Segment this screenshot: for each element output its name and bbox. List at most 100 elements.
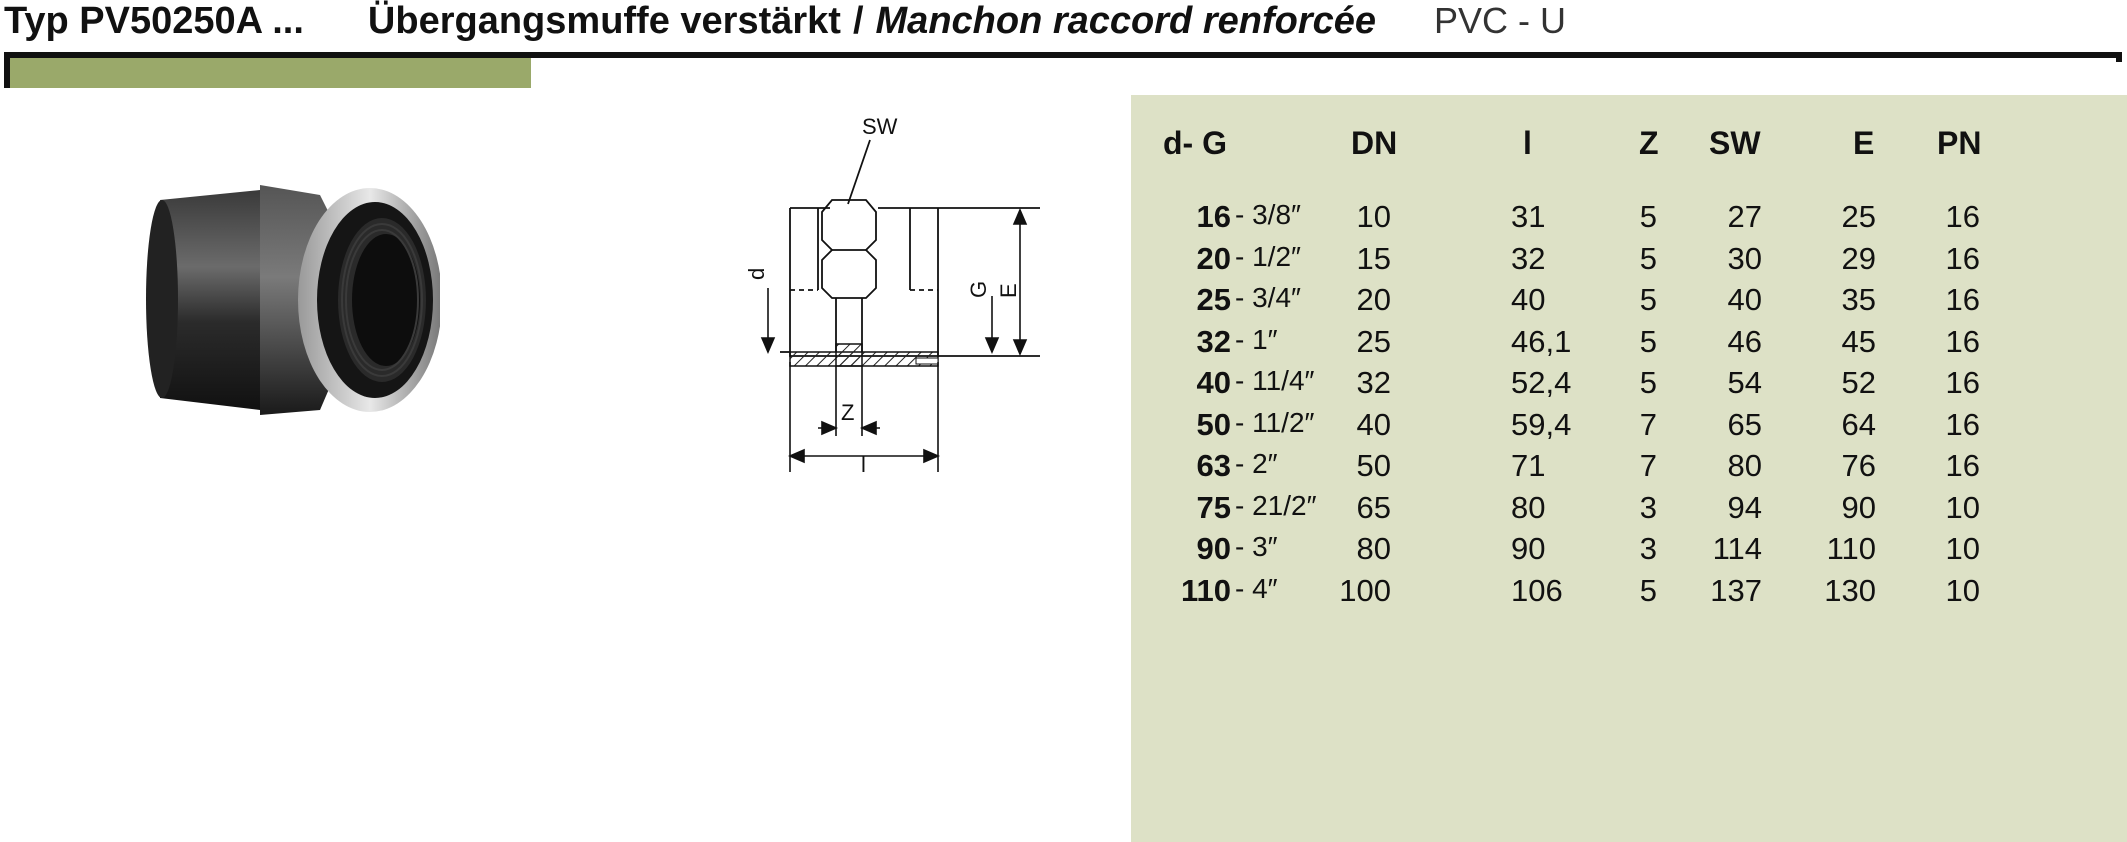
table-cell-dg: 20 bbox=[1131, 241, 1231, 277]
table-cell-e: 45 bbox=[1841, 323, 1876, 359]
header-rule-right-tick bbox=[2116, 52, 2122, 62]
col-header-dn: DN bbox=[1351, 125, 1398, 161]
table-cell-e: 64 bbox=[1841, 406, 1876, 442]
table-cell-d: 32 bbox=[1196, 323, 1231, 359]
table-cell-e: 35 bbox=[1841, 282, 1876, 317]
table-cell-e: 52 bbox=[1841, 365, 1876, 400]
title-row: Typ PV50250A ... Übergangsmuffe verstärk… bbox=[4, 0, 1566, 52]
table-cell-d: 90 bbox=[1196, 531, 1231, 566]
table-cell-d: 63 bbox=[1196, 448, 1231, 483]
table-cell-d: 25 bbox=[1196, 282, 1231, 317]
label-e: E bbox=[996, 283, 1021, 298]
table-cell-z: 7 bbox=[1639, 406, 1657, 442]
table-cell-z: 5 bbox=[1639, 282, 1657, 317]
title-french: Manchon raccord renforcée bbox=[875, 0, 1377, 42]
table-cell-g: - 3″ bbox=[1235, 531, 1278, 562]
table-cell-l: 40 bbox=[1511, 282, 1546, 317]
table-cell-sw: 27 bbox=[1727, 199, 1762, 234]
table-cell-dg: 25 bbox=[1131, 282, 1231, 318]
accent-bar bbox=[10, 58, 531, 88]
table-cell-z: 5 bbox=[1639, 323, 1657, 359]
table-cell-pn: 10 bbox=[1945, 531, 1980, 566]
col-header-dg: d- G bbox=[1163, 125, 1227, 161]
table-cell-g: - 1″ bbox=[1235, 323, 1278, 355]
table-cell-l: 46,1 bbox=[1511, 323, 1572, 359]
table-cell-z: 5 bbox=[1639, 240, 1657, 276]
table-cell-l: 32 bbox=[1511, 240, 1546, 276]
table-cell-sw: 80 bbox=[1727, 448, 1762, 483]
table-cell-pn: 16 bbox=[1945, 406, 1980, 442]
table-cell-e: 29 bbox=[1841, 240, 1876, 276]
header-rule bbox=[4, 52, 2122, 58]
table-cell-pn: 16 bbox=[1945, 448, 1980, 483]
table-cell-d: 20 bbox=[1196, 240, 1231, 276]
table-cell-g: - 2″ bbox=[1235, 448, 1278, 479]
label-d: d bbox=[744, 268, 769, 280]
table-cell-g: - 4″ bbox=[1235, 572, 1278, 604]
table-cell-d: 110 bbox=[1180, 572, 1231, 608]
col-header-l: l bbox=[1523, 125, 1532, 161]
table-cell-g: - 21/2″ bbox=[1235, 489, 1317, 521]
table-cell-g: - 1/2″ bbox=[1235, 240, 1301, 272]
col-header-z: Z bbox=[1639, 125, 1659, 161]
material-label: PVC - U bbox=[1434, 0, 1567, 41]
col-header-sw: SW bbox=[1709, 125, 1761, 161]
technical-drawing: SW d G E Z l bbox=[720, 100, 1060, 500]
table-cell-dn: 15 bbox=[1356, 240, 1391, 276]
table-cell-dg: 50 bbox=[1131, 407, 1231, 443]
table-cell-z: 5 bbox=[1639, 365, 1657, 400]
table-cell-pn: 16 bbox=[1945, 282, 1980, 317]
product-photo bbox=[120, 170, 442, 430]
table-cell-d: 40 bbox=[1196, 365, 1231, 400]
page-header: Typ PV50250A ... Übergangsmuffe verstärk… bbox=[0, 0, 2127, 95]
table-cell-z: 7 bbox=[1639, 448, 1657, 483]
table-cell-e: 25 bbox=[1841, 199, 1876, 234]
table-cell-e: 90 bbox=[1841, 489, 1876, 525]
table-cell-d: 16 bbox=[1196, 199, 1231, 234]
table-cell-e: 110 bbox=[1826, 531, 1876, 566]
table-cell-pn: 16 bbox=[1945, 365, 1980, 400]
table-cell-pn: 16 bbox=[1945, 323, 1980, 359]
table-cell-g: - 11/2″ bbox=[1235, 406, 1315, 438]
table-cell-dn: 25 bbox=[1356, 323, 1391, 359]
table-cell-dn: 65 bbox=[1356, 489, 1391, 525]
table-cell-sw: 94 bbox=[1727, 489, 1762, 525]
table-cell-dn: 40 bbox=[1356, 406, 1391, 442]
table-cell-dg: 32 bbox=[1131, 324, 1231, 360]
header-rule-left-tick bbox=[4, 52, 10, 88]
table-cell-g: - 3/4″ bbox=[1235, 282, 1301, 313]
table-cell-z: 5 bbox=[1639, 572, 1657, 608]
title-german: Übergangsmuffe verstärkt bbox=[367, 0, 841, 42]
table-cell-dn: 80 bbox=[1356, 531, 1391, 566]
table-cell-e: 76 bbox=[1841, 448, 1876, 483]
table-cell-l: 71 bbox=[1511, 448, 1546, 483]
table-cell-pn: 16 bbox=[1945, 240, 1980, 276]
table-cell-dn: 50 bbox=[1356, 448, 1391, 483]
table-cell-pn: 16 bbox=[1945, 199, 1980, 234]
table-cell-pn: 10 bbox=[1945, 572, 1980, 608]
title-separator: / bbox=[852, 0, 864, 42]
product-type: Typ PV50250A ... bbox=[4, 0, 304, 42]
table-cell-l: 52,4 bbox=[1511, 365, 1572, 400]
table-cell-sw: 54 bbox=[1727, 365, 1762, 400]
table-cell-d: 50 bbox=[1196, 406, 1231, 442]
label-g: G bbox=[966, 281, 991, 298]
table-cell-sw: 137 bbox=[1710, 572, 1762, 608]
table-cell-sw: 30 bbox=[1727, 240, 1762, 276]
table-cell-g: - 3/8″ bbox=[1235, 199, 1301, 230]
label-z: Z bbox=[841, 400, 854, 425]
table-cell-l: 31 bbox=[1511, 199, 1546, 234]
table-cell-dn: 32 bbox=[1356, 365, 1391, 400]
table-cell-dg: 90 bbox=[1131, 531, 1231, 567]
table-cell-dg: 40 bbox=[1131, 365, 1231, 401]
table-cell-pn: 10 bbox=[1945, 489, 1980, 525]
table-cell-l: 80 bbox=[1511, 489, 1546, 525]
table-cell-dn: 100 bbox=[1339, 572, 1391, 608]
table-cell-dg: 110 bbox=[1131, 573, 1231, 609]
label-l: l bbox=[861, 452, 866, 477]
table-cell-l: 90 bbox=[1511, 531, 1546, 566]
label-sw: SW bbox=[862, 114, 898, 139]
table-cell-z: 5 bbox=[1639, 199, 1657, 234]
table-cell-l: 59,4 bbox=[1511, 406, 1572, 442]
